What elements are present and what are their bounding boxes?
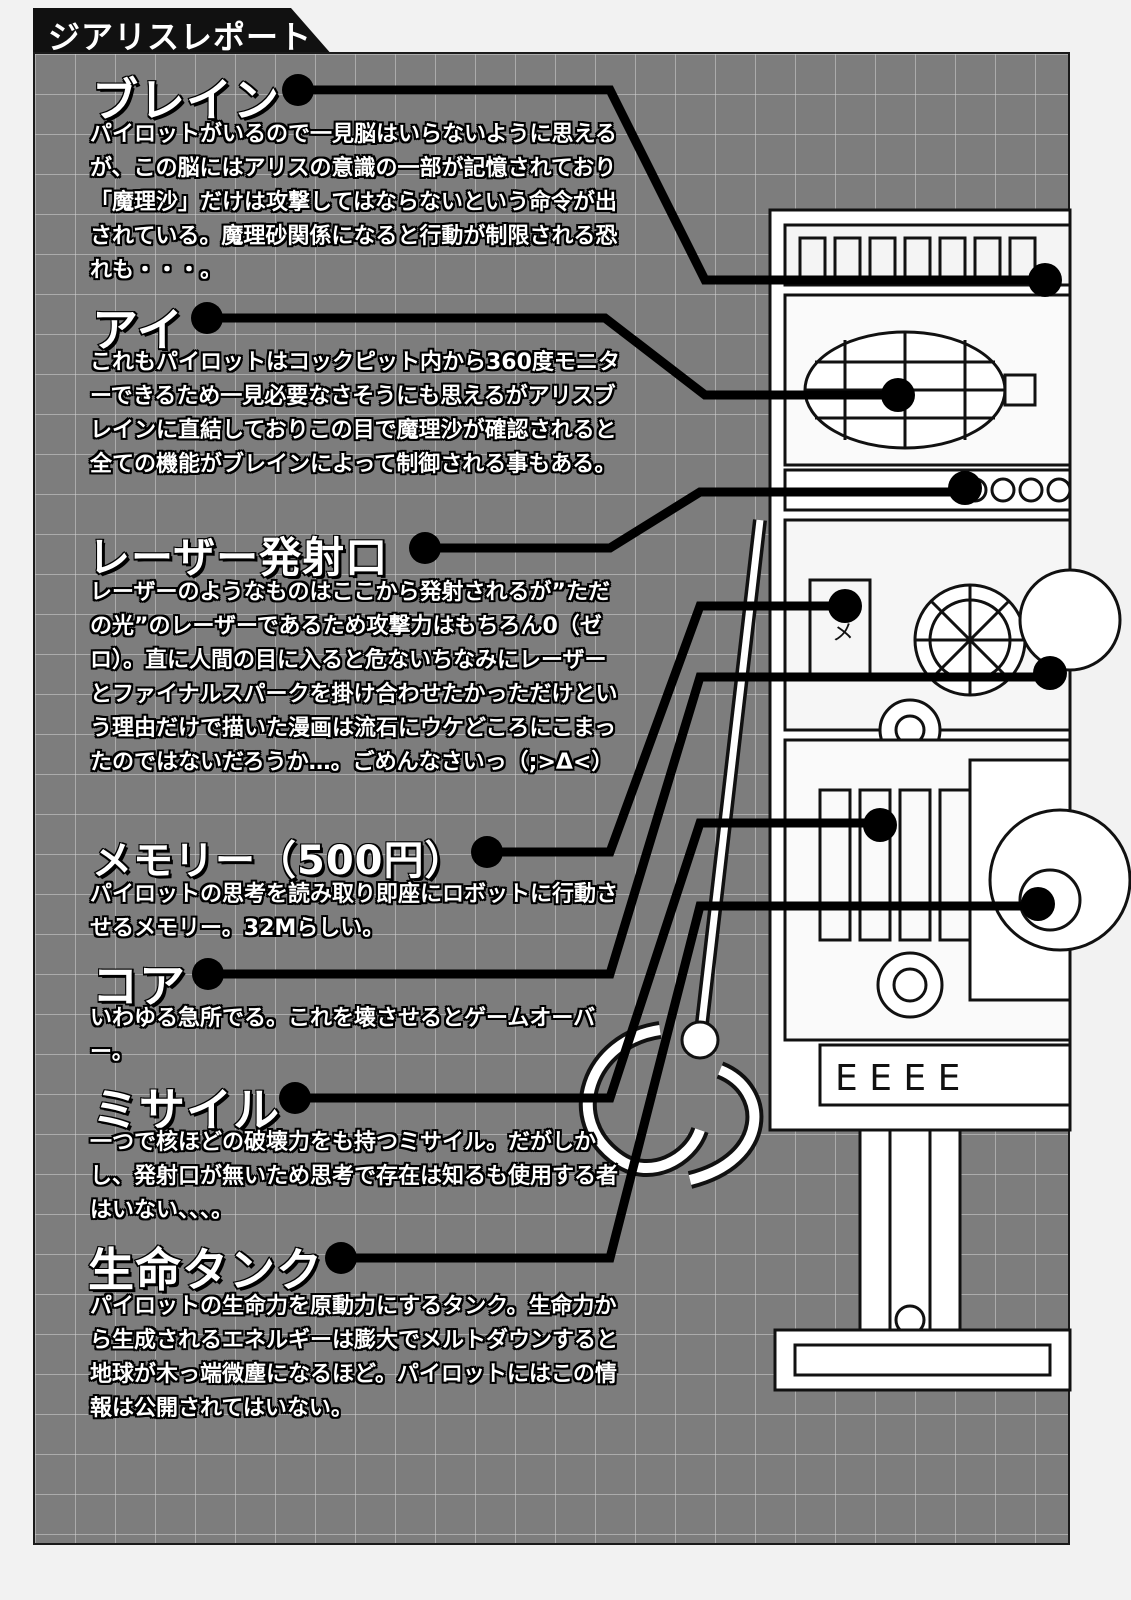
leader-dots <box>191 74 1067 1274</box>
section-body-missile: 一つで核ほどの破壊力をも持つミサイル。だがしかし、発射口が無いため思考で存在は知… <box>90 1130 619 1224</box>
core-dot <box>192 958 224 990</box>
robot-sketch: メ E E E E <box>578 208 1131 1392</box>
missile-dot <box>279 1082 311 1114</box>
page-title: ジアリスレポート <box>48 18 313 56</box>
svg-text:E E E E: E E E E <box>835 1058 960 1099</box>
section-title-tank: 生命タンク <box>87 1242 323 1298</box>
svg-text:メ: メ <box>832 621 854 646</box>
section-body-eye: これもパイロットはコックピット内から360度モニターできるため一見必要なさそうに… <box>90 350 621 478</box>
section-title-core: コア <box>91 958 186 1014</box>
leader-lines <box>207 85 1050 1263</box>
laser-dot <box>409 532 441 564</box>
section-body-brain: パイロットがいるので一見脳はいらないように思えるが、この脳にはアリスの意識の一部… <box>90 122 618 284</box>
memory-dot <box>471 836 503 868</box>
section-title-missile: ミサイル <box>91 1082 280 1138</box>
brain-dot <box>282 74 314 106</box>
section-title-eye: アイ <box>91 302 184 358</box>
header-tab <box>33 8 333 56</box>
section-body-memory: パイロットの思考を読み取り即座にロボットに行動させるメモリー。32Mらしい。 <box>90 882 619 942</box>
section-body-core: いわゆる急所でる。これを壊させるとゲームオーバー。 <box>90 1006 596 1066</box>
section-title-brain: ブレイン <box>91 72 280 128</box>
section-title-memory: メモリー（500円） <box>91 837 466 885</box>
section-body-tank: パイロットの生命力を原動力にするタンク。生命力から生成されるエネルギーは膨大でメ… <box>90 1294 619 1422</box>
section-title-laser: レーザー発射口 <box>87 532 389 583</box>
section-body-laser: レーザーのようなものはここから発射されるが”ただの光”のレーザーであるため攻撃力… <box>90 580 619 776</box>
tank-dot <box>325 1242 357 1274</box>
eye-dot <box>191 302 223 334</box>
